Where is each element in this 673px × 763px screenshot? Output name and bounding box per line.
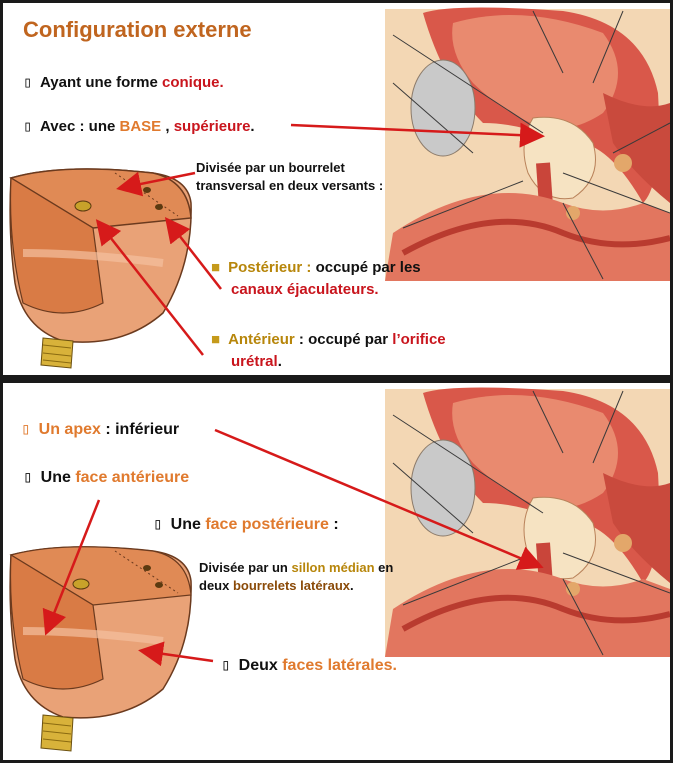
anatomy-section-image [385,387,670,657]
slide2-illustrations [9,387,670,752]
anterior-versant: ■Antérieur : occupé par l’orifice urétra… [211,331,446,370]
base-division-note: Divisée par un bourrelet transversal en … [196,160,384,193]
bullet-icon: ▯ [23,73,33,91]
prostate-base-drawing [9,168,192,369]
bullet-base: ▯Avec : une BASE , supérieure. [23,117,255,135]
square-bullet-icon: ■ [211,331,221,348]
posterior-versant: ■Postérieur : occupé par les canaux éjac… [211,259,421,298]
slide1-illustrations [9,7,670,369]
slide-apex-faces: ▯Un apex : inférieur ▯Une face antérieur… [3,383,670,760]
slide-title: Configuration externe [23,17,252,42]
bullet-icon: ▯ [23,467,33,486]
bullet-apex: ▯Un apex : inférieur [21,419,180,438]
square-bullet-icon: ■ [211,259,221,276]
annotation-arrows [42,428,544,667]
bullet-forme: ▯Ayant une forme conique. [23,73,224,91]
bullet-icon: ▯ [23,117,33,135]
posterior-face-note: Divisée par un sillon médian en deux bou… [199,560,394,593]
bullet-face-posterieure: ▯Une face postérieure : [153,514,339,533]
bullet-faces-laterales: ▯Deux faces latérales. [221,655,397,674]
annotation-arrows [95,122,545,356]
bullet-face-anterieure: ▯Une face antérieure [23,467,190,486]
anatomy-section-image [385,7,670,281]
bullet-icon: ▯ [221,655,231,674]
bullet-icon: ▯ [21,419,31,438]
prostate-faces-drawing [9,546,192,752]
slide-configuration-externe: Configuration externe ▯Ayant une forme c… [3,3,670,375]
bullet-icon: ▯ [153,514,163,533]
